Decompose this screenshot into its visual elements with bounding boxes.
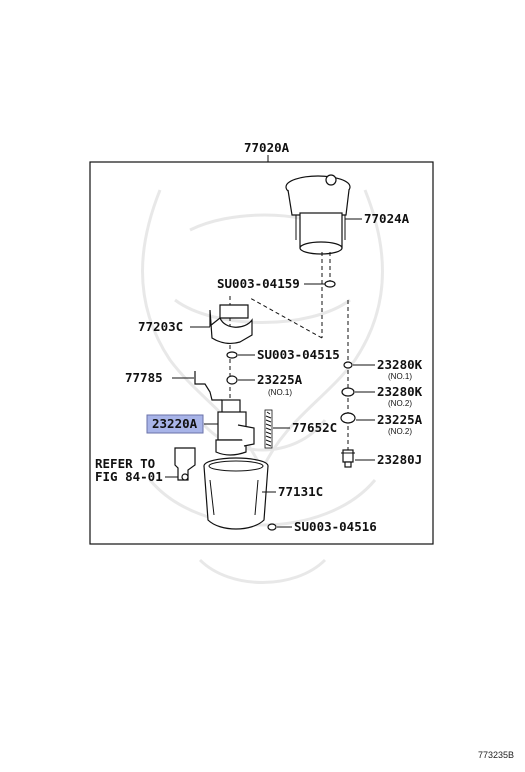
oring-04515 xyxy=(226,351,238,359)
figure-code: 773235B xyxy=(478,750,514,760)
label-23220A[interactable]: 23220A xyxy=(152,416,198,431)
label-77024A: 77024A xyxy=(364,211,410,226)
seal-23280K-2 xyxy=(341,387,355,397)
label-SU003-04516: SU003-04516 xyxy=(294,519,377,534)
label-SU003-04159: SU003-04159 xyxy=(217,276,300,291)
filter-cup-part xyxy=(203,457,269,530)
pump-bracket-part xyxy=(209,304,253,344)
label-23225A-2: 23225A xyxy=(377,412,423,427)
label-SU003-04515: SU003-04515 xyxy=(257,347,340,362)
regulator-part xyxy=(341,449,355,468)
label-23280K-2: 23280K xyxy=(377,384,423,399)
seal-23280K-1 xyxy=(343,361,353,369)
assembly-frame xyxy=(89,161,434,545)
sender-gauge-part xyxy=(285,174,351,255)
highlight-23220A[interactable] xyxy=(146,414,204,434)
label-23280J: 23280J xyxy=(377,452,422,467)
oring-04159 xyxy=(324,280,336,288)
clip-part xyxy=(194,371,222,401)
note-23225A-1: (NO.1) xyxy=(268,388,292,397)
fuel-pump-part xyxy=(215,399,255,456)
connector-part xyxy=(174,447,196,481)
oring-23225A-2 xyxy=(340,412,356,424)
label-23225A-1: 23225A xyxy=(257,372,303,387)
note-23280K-1: (NO.1) xyxy=(388,372,412,381)
label-77652C: 77652C xyxy=(292,420,337,435)
refer-line-1: REFER TO xyxy=(95,456,155,471)
refer-line-2[interactable]: FIG 84-01 xyxy=(95,469,163,484)
label-77785: 77785 xyxy=(125,370,163,385)
label-77203C: 77203C xyxy=(138,319,183,334)
note-23280K-2: (NO.2) xyxy=(388,399,412,408)
oring-04516 xyxy=(267,523,277,531)
label-77131C: 77131C xyxy=(278,484,323,499)
spring-part xyxy=(264,409,273,449)
oring-23225A-1 xyxy=(226,375,238,385)
label-23280K-1: 23280K xyxy=(377,357,423,372)
assembly-label: 77020A xyxy=(244,140,290,155)
note-23225A-2: (NO.2) xyxy=(388,427,412,436)
